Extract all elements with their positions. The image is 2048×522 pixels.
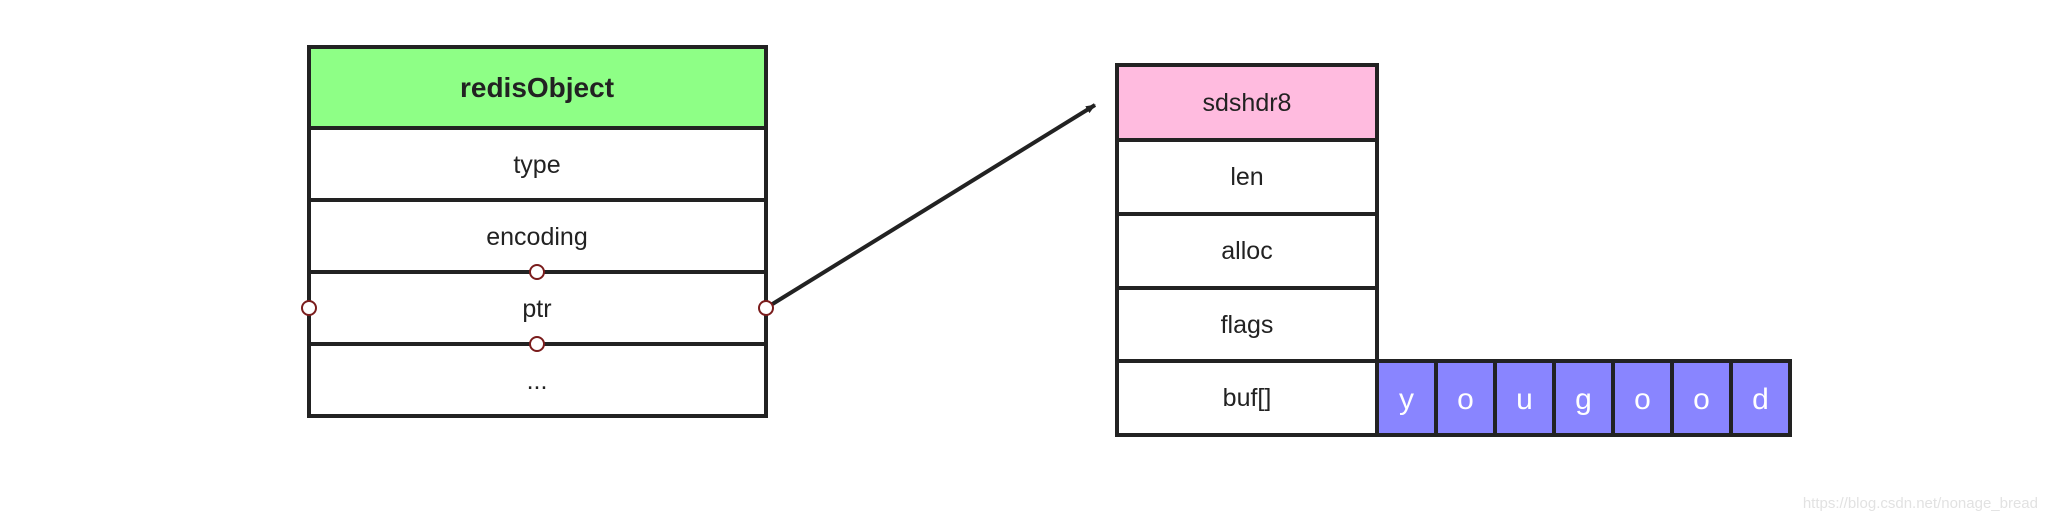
field-len-label: len bbox=[1230, 163, 1263, 191]
buf-cell-char: o bbox=[1457, 383, 1474, 416]
field-ellipsis-label: ... bbox=[527, 367, 548, 395]
buf-cell bbox=[1434, 359, 1497, 437]
field-flags-label: flags bbox=[1221, 311, 1274, 339]
buf-cell-char: d bbox=[1752, 383, 1769, 416]
sdshdr8-header bbox=[1115, 63, 1379, 142]
buf-cell bbox=[1670, 359, 1733, 437]
sdshdr8-struct: sdshdr8 len alloc flags buf[] bbox=[1115, 63, 1379, 437]
redis-object-struct: redisObject type encoding ptr ... bbox=[307, 45, 768, 418]
field-buf bbox=[1115, 359, 1379, 437]
buf-cell-char: u bbox=[1516, 383, 1533, 416]
buf-cell-char: o bbox=[1693, 383, 1710, 416]
field-ellipsis bbox=[307, 342, 768, 418]
connection-handle-left[interactable] bbox=[301, 300, 317, 316]
sdshdr8-title: sdshdr8 bbox=[1203, 89, 1292, 117]
field-alloc-label: alloc bbox=[1221, 237, 1272, 265]
buf-cell-char: y bbox=[1399, 383, 1414, 416]
field-ptr-label: ptr bbox=[522, 295, 551, 323]
connection-handle-top[interactable] bbox=[529, 264, 545, 280]
field-type bbox=[307, 126, 768, 202]
watermark: https://blog.csdn.net/nonage_bread bbox=[1803, 495, 2038, 512]
field-type-label: type bbox=[513, 151, 560, 179]
buf-cell-char: g bbox=[1575, 383, 1592, 416]
connection-handle-right[interactable] bbox=[758, 300, 774, 316]
field-encoding-label: encoding bbox=[486, 223, 587, 251]
redis-object-title: redisObject bbox=[460, 72, 614, 103]
redis-object-header bbox=[307, 45, 768, 130]
field-buf-label: buf[] bbox=[1223, 384, 1272, 412]
field-alloc bbox=[1115, 212, 1379, 290]
buf-cell-char: o bbox=[1634, 383, 1651, 416]
pointer-arrow bbox=[764, 103, 1097, 310]
connection-handle-bottom[interactable] bbox=[529, 336, 545, 352]
buf-cell bbox=[1729, 359, 1792, 437]
